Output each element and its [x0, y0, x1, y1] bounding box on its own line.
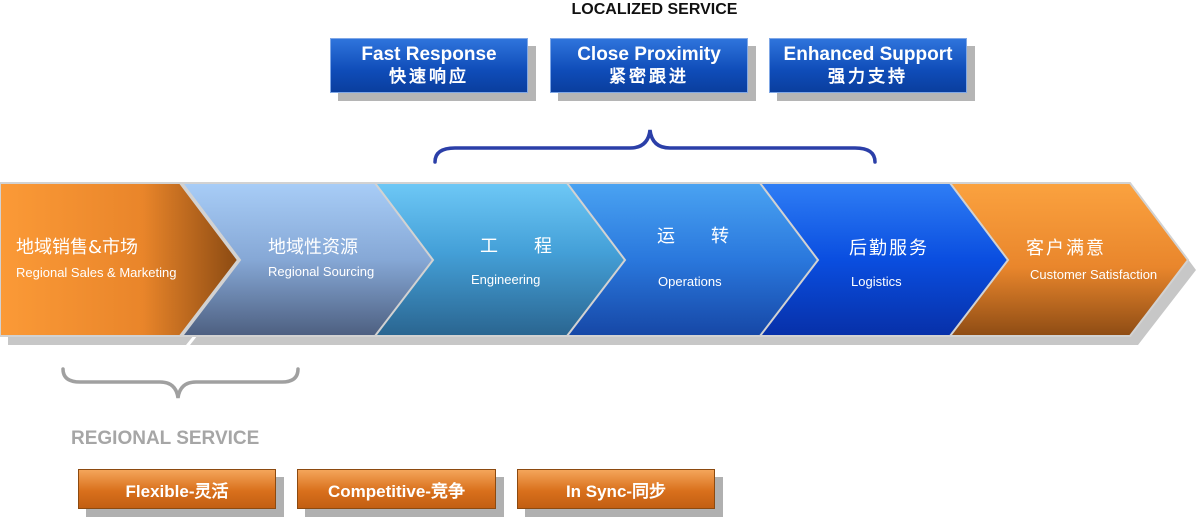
close-proximity-box: Close Proximity 紧密跟进 [550, 38, 748, 93]
engineering-label: Engineering [471, 272, 541, 287]
chevron-customer-satisfaction [947, 182, 1190, 337]
flexible-box: Flexible-灵活 [78, 469, 276, 509]
operations-label: Operations [658, 274, 722, 289]
logistics-zh-label: 后勤服务 [849, 238, 929, 259]
customer-satisfaction-zh-label: 客户满意 [1026, 238, 1106, 259]
fast-response-zh-label: 快速响应 [389, 67, 469, 87]
competitive-box: Competitive-竞争 [297, 469, 496, 509]
chevron-regional-sales [0, 182, 240, 337]
in-sync-box: In Sync-同步 [517, 469, 715, 509]
regional-service-heading: REGIONAL SERVICE [71, 428, 260, 449]
enhanced-support-label: Enhanced Support [783, 44, 953, 65]
competitive-label: Competitive-竞争 [328, 481, 465, 501]
engineering-zh-label: 工 程 [480, 236, 552, 257]
regional-brace [61, 367, 300, 399]
regional-sourcing-zh-label: 地域性资源 [268, 237, 358, 258]
fast-response-box: Fast Response 快速响应 [330, 38, 528, 93]
close-proximity-zh-label: 紧密跟进 [609, 67, 689, 87]
enhanced-support-zh-label: 强力支持 [828, 67, 908, 87]
logistics-label: Logistics [851, 274, 902, 289]
regional-sourcing-label: Regional Sourcing [268, 264, 375, 279]
regional-sales-zh-label: 地域销售&市场 [16, 237, 139, 258]
regional-sales-label: Regional Sales & Marketing [16, 265, 177, 280]
close-proximity-label: Close Proximity [577, 44, 721, 65]
localized-service-heading: LOCALIZED SERVICE [571, 1, 738, 18]
fast-response-label: Fast Response [361, 44, 497, 65]
localized-brace [433, 129, 877, 164]
flexible-label: Flexible-灵活 [125, 481, 229, 501]
in-sync-label: In Sync-同步 [565, 481, 667, 501]
enhanced-support-box: Enhanced Support 强力支持 [769, 38, 967, 93]
customer-satisfaction-label: Customer Satisfaction [1030, 267, 1158, 282]
operations-zh-label: 运 转 [657, 226, 729, 247]
